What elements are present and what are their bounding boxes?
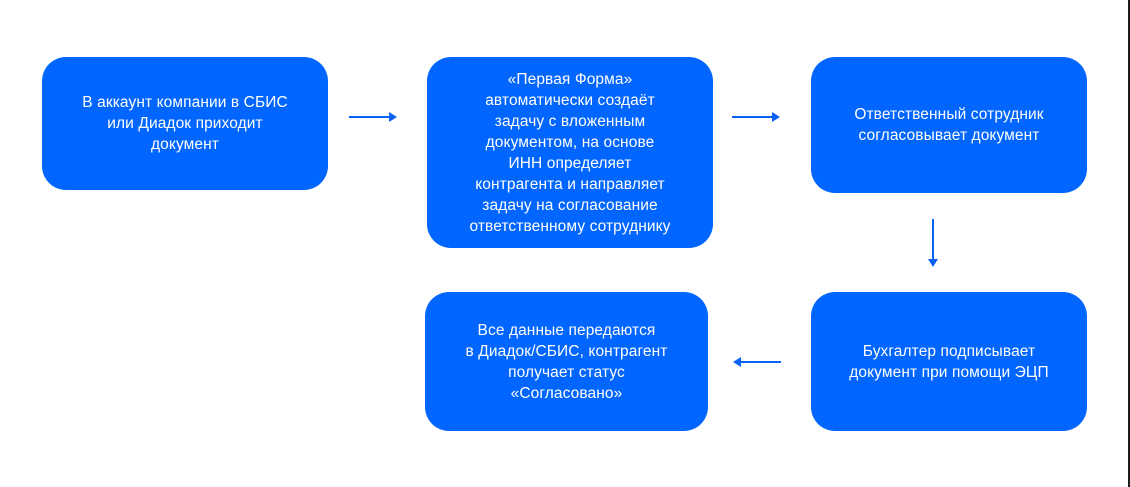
arrow-shaft bbox=[932, 219, 934, 261]
flow-node-accountant-signs-with-eds: Бухгалтер подписывает документ при помощ… bbox=[811, 292, 1087, 431]
flow-node-first-form-creates-task: «Первая Форма» автоматически создаёт зад… bbox=[427, 57, 713, 248]
flow-node-label: «Первая Форма» автоматически создаёт зад… bbox=[469, 70, 671, 235]
flow-node-label: Ответственный сотрудник согласовывает до… bbox=[854, 106, 1044, 144]
flow-node-label: В аккаунт компании в СБИС или Диадок при… bbox=[82, 94, 288, 153]
arrow-right-node1-to-node2 bbox=[349, 111, 397, 123]
arrow-head-right-icon bbox=[389, 112, 397, 122]
screenshot-right-edge-line bbox=[1128, 0, 1130, 487]
flow-node-incoming-document: В аккаунт компании в СБИС или Диадок при… bbox=[42, 57, 328, 190]
flow-node-responsible-employee-approves: Ответственный сотрудник согласовывает до… bbox=[811, 57, 1087, 193]
arrow-head-right-icon bbox=[772, 112, 780, 122]
flow-node-data-sent-status-approved: Все данные передаются в Диадок/СБИС, кон… bbox=[425, 292, 708, 431]
arrow-head-down-icon bbox=[928, 259, 938, 267]
arrow-shaft bbox=[349, 116, 391, 118]
flow-node-label: Бухгалтер подписывает документ при помощ… bbox=[849, 342, 1049, 381]
flow-node-label: Все данные передаются в Диадок/СБИС, кон… bbox=[465, 321, 668, 402]
arrow-right-node2-to-node3 bbox=[732, 111, 780, 123]
arrow-shaft bbox=[732, 116, 774, 118]
arrow-left-node4-to-node5 bbox=[733, 356, 781, 368]
arrow-down-node3-to-node4 bbox=[927, 219, 939, 267]
arrow-shaft bbox=[739, 361, 781, 363]
arrow-head-left-icon bbox=[733, 357, 741, 367]
